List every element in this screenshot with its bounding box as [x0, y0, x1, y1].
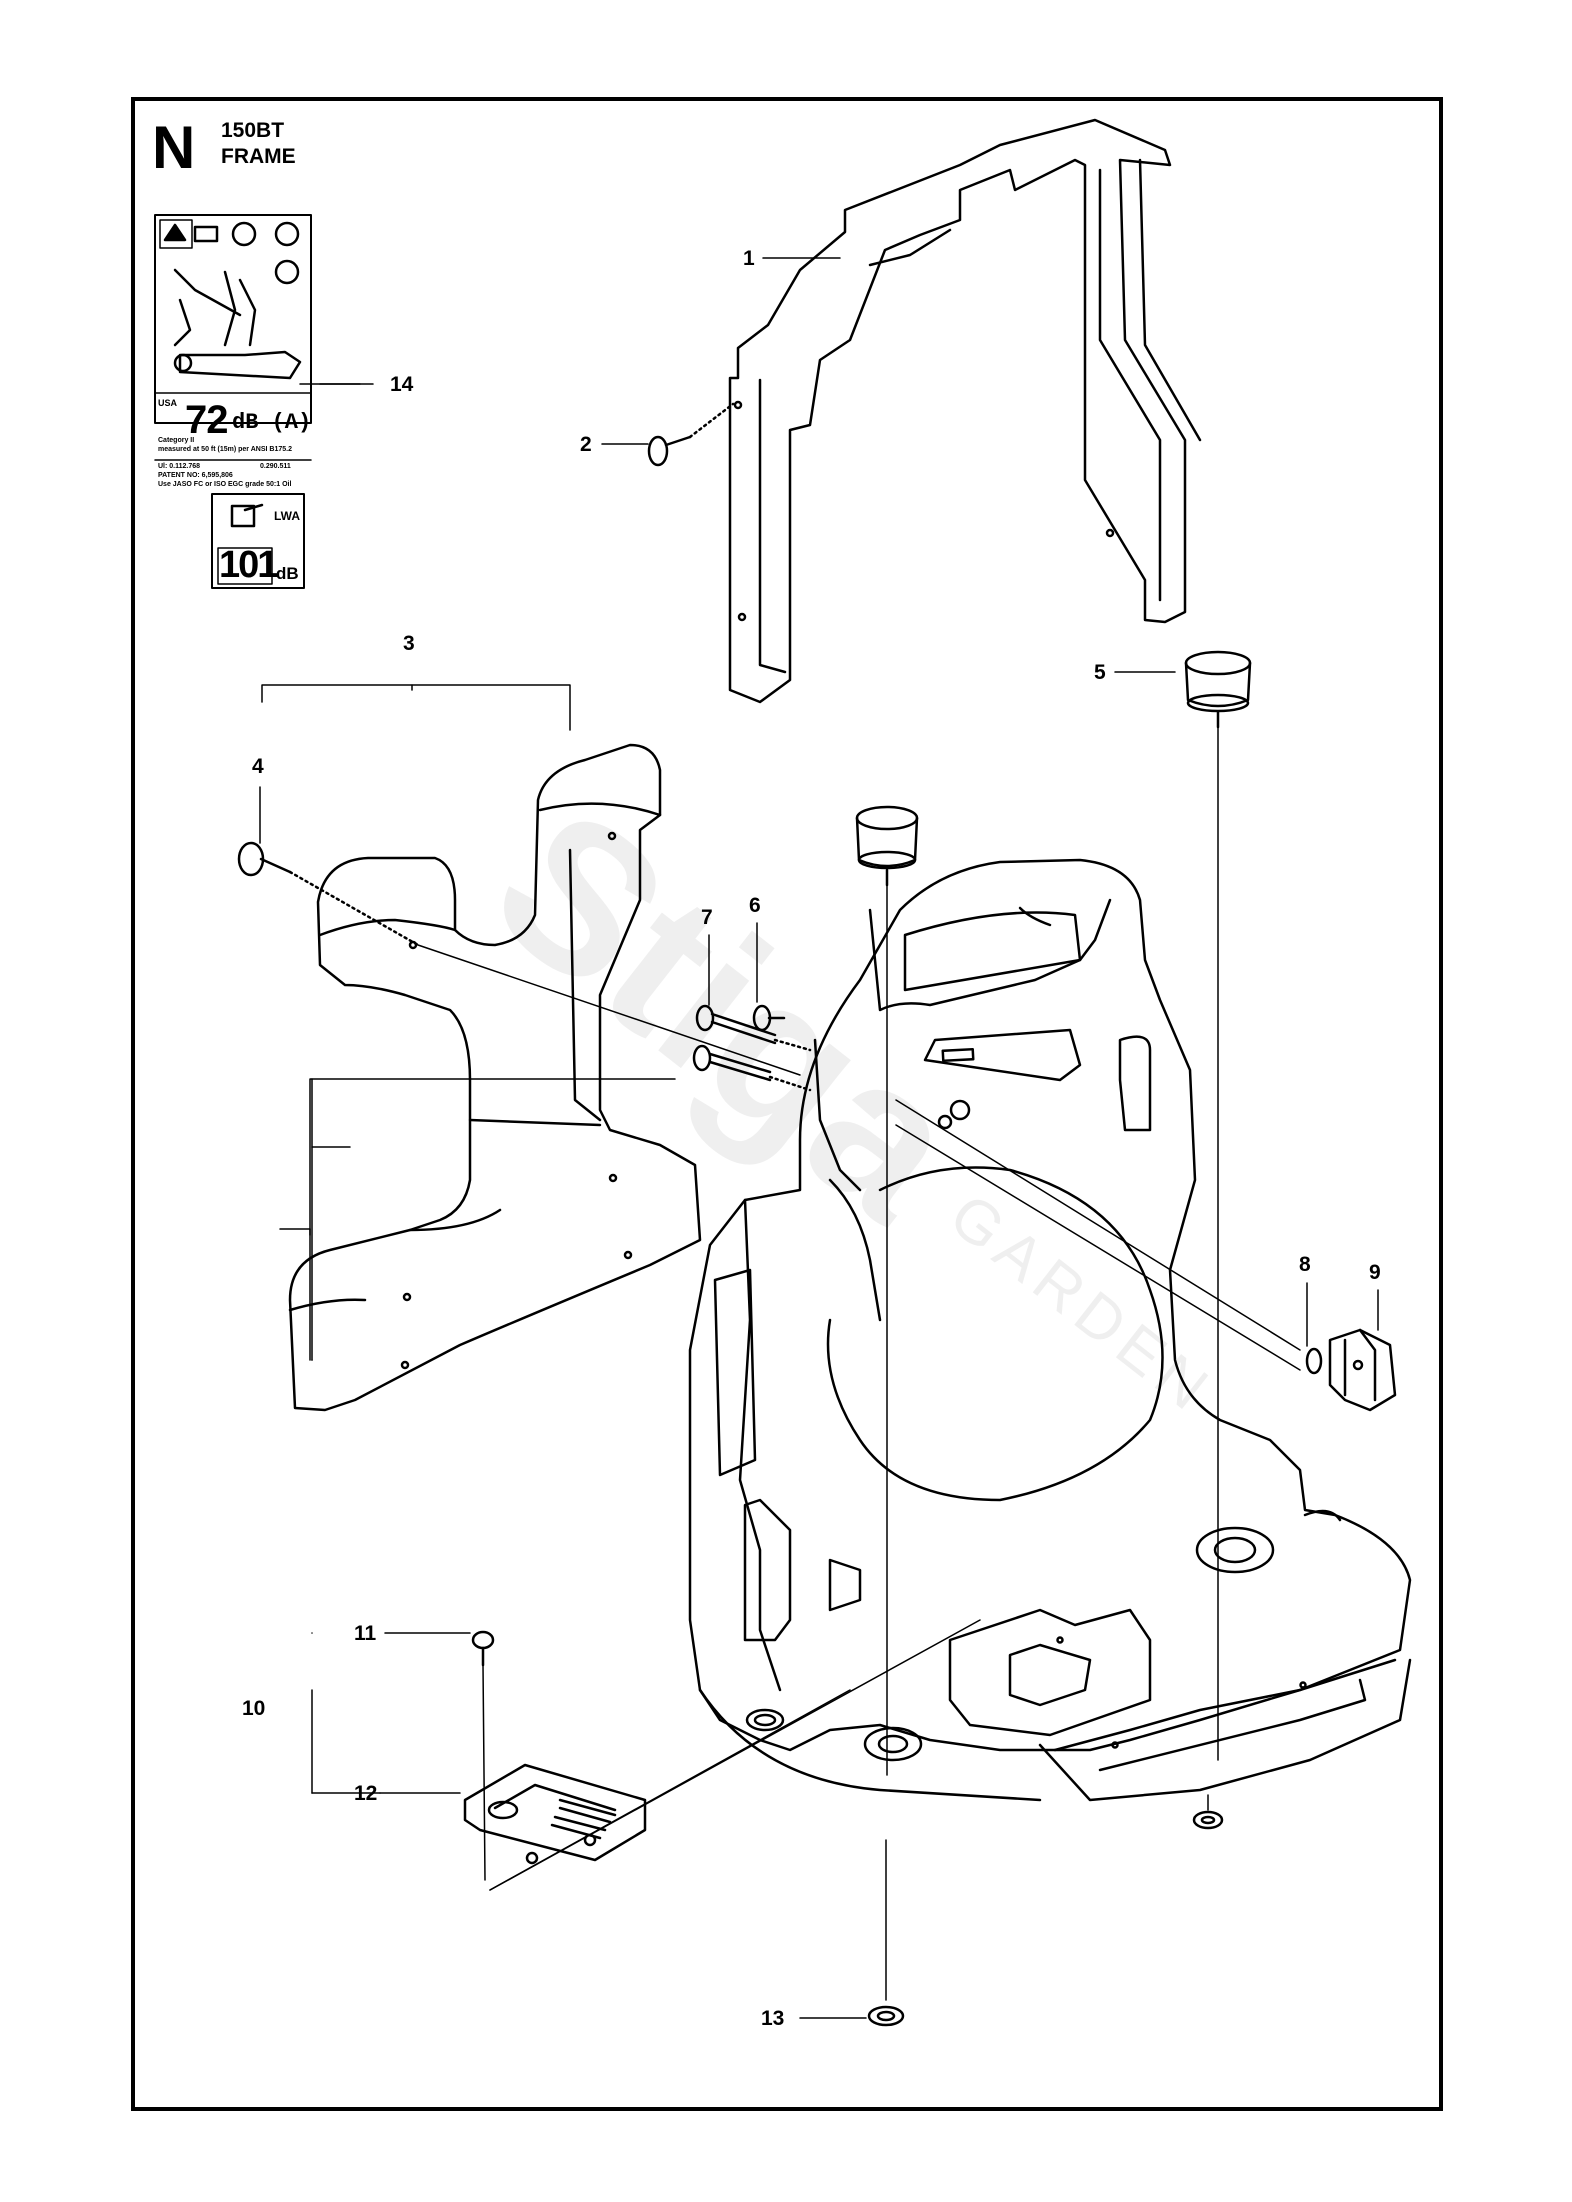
callout-9: 9 — [1369, 1261, 1381, 1284]
part-cap-middle — [855, 805, 919, 1776]
decal-region: USA — [158, 398, 178, 408]
callout-12: 12 — [354, 1782, 378, 1805]
decal-power-unit: dB — [276, 564, 299, 583]
decal-sound-value: 72 — [185, 398, 228, 442]
callout-10: 10 — [242, 1697, 266, 1720]
callout-2: 2 — [580, 433, 592, 456]
decal-ul-number: Ul: 0.112.768 — [158, 463, 201, 470]
callout-6: 6 — [749, 894, 761, 917]
callout-8: 8 — [1299, 1253, 1311, 1276]
leader-lines — [259, 257, 1379, 2019]
callout-4: 4 — [252, 755, 264, 778]
part-8-9-knob — [1305, 1328, 1397, 1412]
part-11-12-foot-plate — [463, 1619, 981, 1891]
callout-3: 3 — [403, 632, 415, 655]
part-5-cap — [1184, 650, 1252, 1761]
part-6-7-screws — [692, 1004, 812, 1092]
part-14-decal-outline — [154, 214, 312, 589]
section-letter: N — [152, 114, 196, 181]
callout-13: 13 — [761, 2007, 785, 2030]
decal-power-level: 101 — [219, 544, 278, 586]
section-title: FRAME — [221, 145, 296, 168]
decal-category-2: measured at 50 ft (15m) per ANSI B175.2 — [158, 446, 292, 453]
decal-category-1: Category II — [158, 437, 195, 444]
part-13-cap — [867, 1794, 1224, 2027]
callout-11: 11 — [354, 1622, 377, 1645]
callout-14: 14 — [390, 373, 414, 396]
callout-7: 7 — [701, 906, 713, 929]
callout-5: 5 — [1094, 661, 1106, 684]
part-4-clip — [237, 841, 420, 947]
decal-ul-number-2: 0.290.511 — [260, 463, 291, 470]
main-frame-body — [688, 858, 1412, 1802]
part-3-back-pad — [288, 743, 801, 1412]
part-2-screw — [647, 402, 735, 467]
callout-1: 1 — [743, 247, 755, 270]
decal-oil-note: Use JASO FC or ISO EGC grade 50:1 Oil — [158, 481, 292, 488]
model-name: 150BT — [221, 119, 285, 142]
decal-patent: PATENT NO: 6,595,806 — [158, 472, 233, 479]
part-1-frame-bracket — [728, 118, 1202, 704]
decal-lwa-label: LWA — [274, 509, 300, 523]
diagram-border — [131, 97, 1443, 2111]
decal-sound-unit: dB (A) — [232, 410, 312, 435]
